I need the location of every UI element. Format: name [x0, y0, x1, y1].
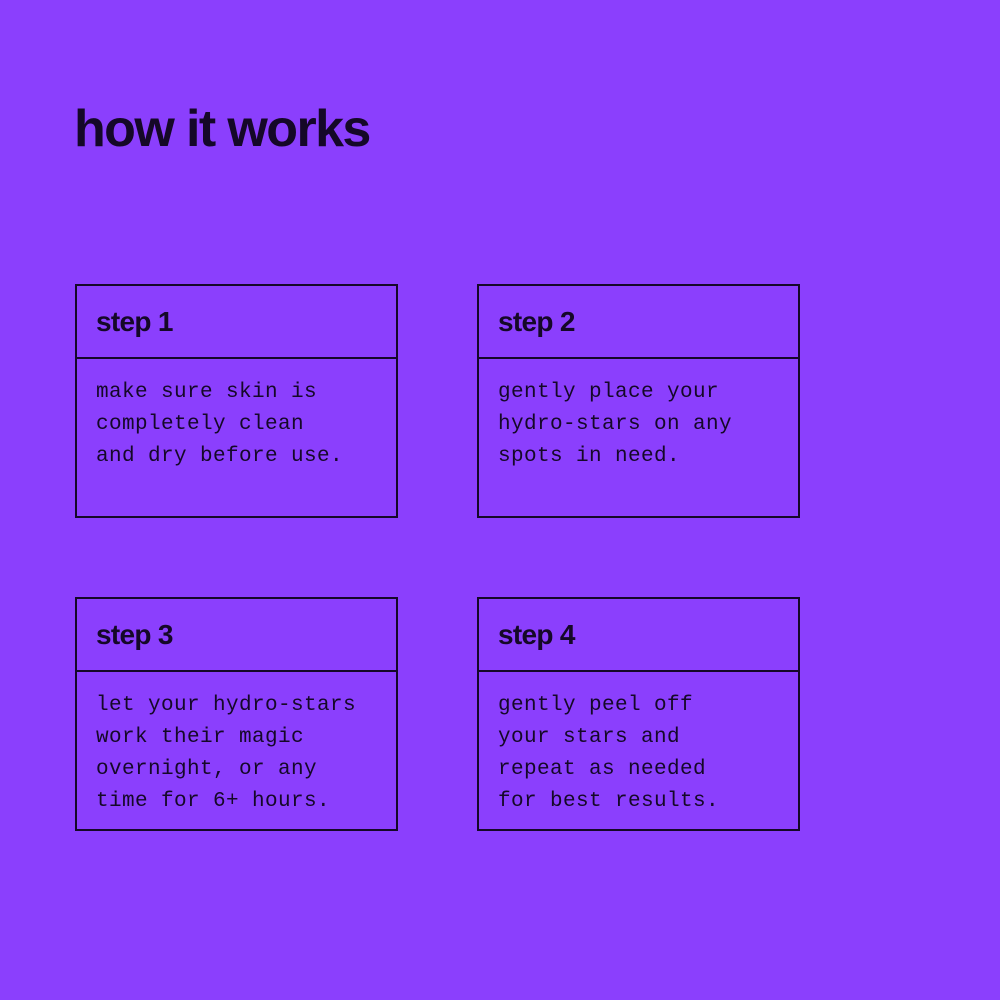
step-card-4-text: gently peel off your stars and repeat as…: [498, 694, 720, 813]
page-title: how it works: [74, 100, 371, 158]
step-card-1-header: step 1: [77, 286, 396, 359]
step-card-4-header: step 4: [479, 599, 798, 672]
step-card-3-title: step 3: [96, 618, 173, 650]
step-card-4: step 4 gently peel off your stars and re…: [477, 597, 800, 831]
step-card-2-text: gently place your hydro-stars on any spo…: [498, 381, 733, 468]
step-card-1-title: step 1: [96, 305, 173, 337]
step-card-3-text: let your hydro-stars work their magic ov…: [96, 694, 357, 813]
step-card-1: step 1 make sure skin is completely clea…: [75, 284, 398, 518]
step-card-3-header: step 3: [77, 599, 396, 672]
step-card-3: step 3 let your hydro-stars work their m…: [75, 597, 398, 831]
step-card-2: step 2 gently place your hydro-stars on …: [477, 284, 800, 518]
step-card-4-title: step 4: [498, 618, 575, 650]
step-card-4-body: gently peel off your stars and repeat as…: [479, 672, 798, 829]
step-card-3-body: let your hydro-stars work their magic ov…: [77, 672, 396, 829]
step-card-2-title: step 2: [498, 305, 575, 337]
step-card-2-body: gently place your hydro-stars on any spo…: [479, 359, 798, 516]
step-card-1-body: make sure skin is completely clean and d…: [77, 359, 396, 516]
step-card-1-text: make sure skin is completely clean and d…: [96, 381, 344, 468]
steps-grid: step 1 make sure skin is completely clea…: [75, 284, 800, 831]
step-card-2-header: step 2: [479, 286, 798, 359]
